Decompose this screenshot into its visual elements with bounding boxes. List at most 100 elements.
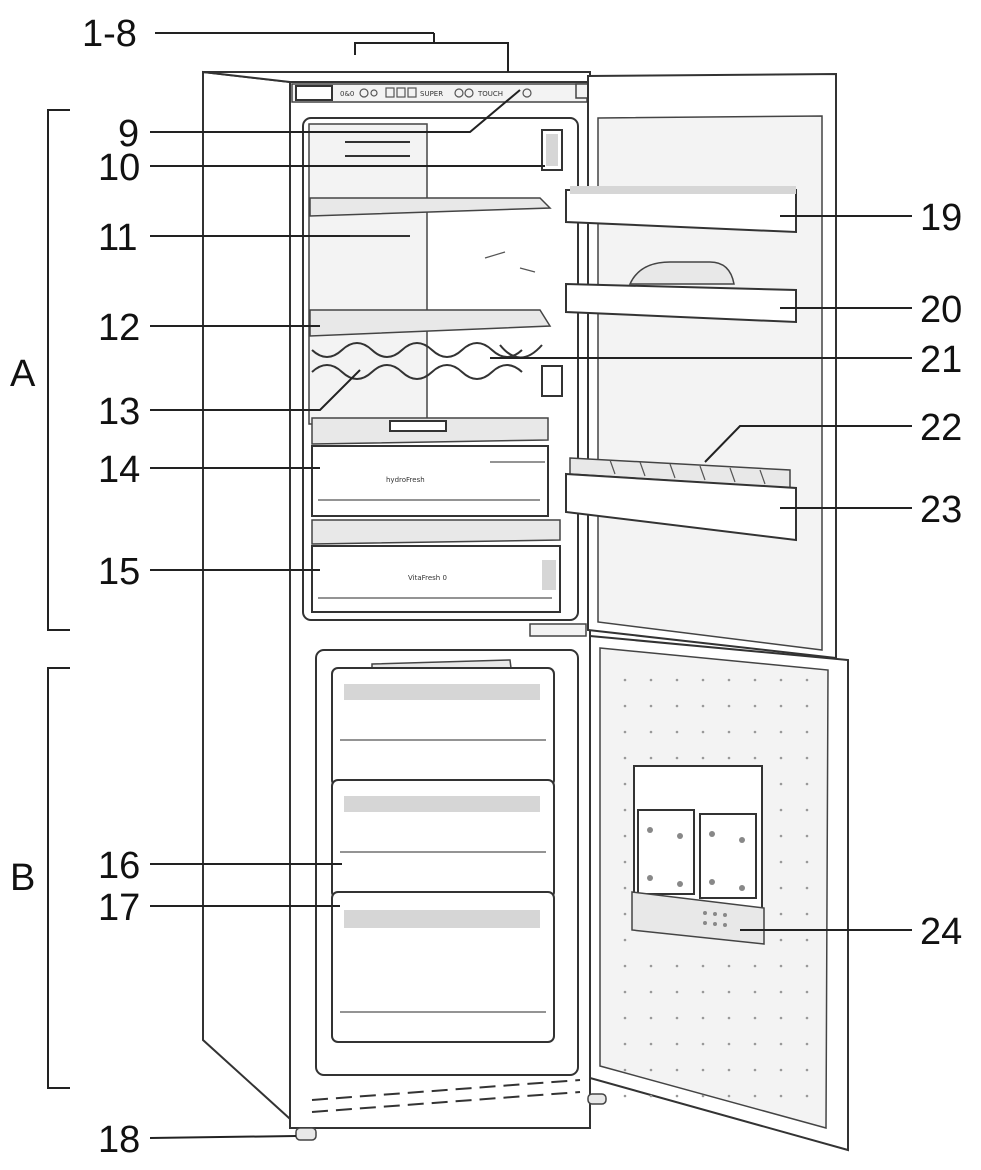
door-dot — [753, 1094, 757, 1098]
door-dot — [753, 964, 757, 968]
door-dot — [675, 1016, 679, 1020]
door-dot — [675, 756, 679, 760]
door-dot — [805, 756, 809, 760]
freezer-door — [589, 634, 849, 1152]
door-dot — [623, 1094, 627, 1098]
leader-22 — [704, 425, 912, 463]
door-dot — [649, 1042, 653, 1046]
fridge-door — [565, 72, 837, 660]
door-dot — [675, 1068, 679, 1072]
door-dot — [753, 1068, 757, 1072]
door-dot — [623, 808, 627, 812]
bracket-B — [47, 667, 70, 1089]
door-dot — [675, 1042, 679, 1046]
door-dot — [649, 756, 653, 760]
door-dot — [623, 678, 627, 682]
door-balcony-23 — [565, 472, 797, 542]
door-dot — [753, 1042, 757, 1046]
door-dot — [623, 860, 627, 864]
door-dot — [805, 782, 809, 786]
door-dot — [779, 938, 783, 942]
door-dot — [649, 964, 653, 968]
crisper-lower-text: VitaFresh 0 — [408, 574, 447, 582]
door-dot — [753, 756, 757, 760]
door-dot — [753, 990, 757, 994]
label-10: 10 — [98, 147, 140, 189]
label-24: 24 — [920, 911, 962, 953]
door-dot — [779, 860, 783, 864]
door-dot — [623, 990, 627, 994]
door-dot — [727, 1016, 731, 1020]
door-dot — [805, 964, 809, 968]
door-dot — [701, 730, 705, 734]
door-dot — [623, 782, 627, 786]
door-dot — [753, 678, 757, 682]
door-dot — [779, 678, 783, 682]
door-dot — [805, 990, 809, 994]
door-balcony-20 — [565, 282, 797, 324]
freezer-drawer-bottom — [331, 891, 555, 1043]
door-dot — [779, 1094, 783, 1098]
door-texture — [623, 678, 809, 1098]
control-knob-icon — [359, 88, 369, 98]
door-dot — [805, 938, 809, 942]
door-dot — [779, 782, 783, 786]
door-dot — [701, 1016, 705, 1020]
label-14: 14 — [98, 449, 140, 491]
label-19: 19 — [920, 197, 962, 239]
label-20: 20 — [920, 289, 962, 331]
control-knob-icon — [454, 88, 464, 98]
fridge-back-wall — [308, 123, 428, 425]
door-dot — [779, 1016, 783, 1020]
label-B: B — [10, 857, 35, 899]
freezer-compartment — [295, 649, 607, 1141]
door-dot — [805, 1094, 809, 1098]
control-text-2: SUPER — [420, 90, 443, 98]
door-dot — [727, 990, 731, 994]
door-dot — [649, 1016, 653, 1020]
butter-compartment — [628, 261, 735, 285]
door-dot — [779, 704, 783, 708]
door-dot — [779, 808, 783, 812]
control-key-icon — [396, 87, 406, 98]
label-21: 21 — [920, 339, 962, 381]
door-dot — [649, 1068, 653, 1072]
leader-9 — [150, 89, 521, 133]
door-dot — [649, 990, 653, 994]
glass-shelf — [309, 197, 552, 217]
door-dot — [623, 964, 627, 968]
control-knob-icon — [464, 88, 474, 98]
door-dot — [779, 1042, 783, 1046]
door-dot — [727, 1068, 731, 1072]
control-text-3: TOUCH — [477, 90, 503, 98]
leader-lines — [149, 32, 912, 1139]
label-16: 16 — [98, 845, 140, 887]
door-dot — [727, 1094, 731, 1098]
door-dot — [727, 704, 731, 708]
door-dot — [623, 756, 627, 760]
door-dot — [805, 834, 809, 838]
label-A: A — [10, 353, 36, 395]
door-dot — [675, 704, 679, 708]
label-22: 22 — [920, 407, 962, 449]
leader-13 — [150, 369, 361, 411]
crisper-lid-lower — [311, 519, 561, 545]
door-dot — [649, 678, 653, 682]
door-dot — [805, 1042, 809, 1046]
door-dot — [779, 756, 783, 760]
door-dot — [701, 756, 705, 760]
door-dot — [675, 1094, 679, 1098]
bracket-1-8 — [354, 42, 509, 72]
cabinet-side-wall — [202, 70, 302, 1131]
door-dot — [675, 730, 679, 734]
door-dot — [805, 808, 809, 812]
adjustable-foot — [587, 1093, 607, 1105]
bracket-A — [47, 109, 70, 631]
door-dot — [805, 1016, 809, 1020]
door-dot — [727, 678, 731, 682]
label-11: 11 — [98, 217, 137, 259]
label-12: 12 — [98, 307, 140, 349]
fridge-compartment: hydroFresh VitaFresh 0 — [302, 117, 587, 637]
door-dot — [805, 704, 809, 708]
crisper-upper-text: hydroFresh — [386, 476, 425, 484]
